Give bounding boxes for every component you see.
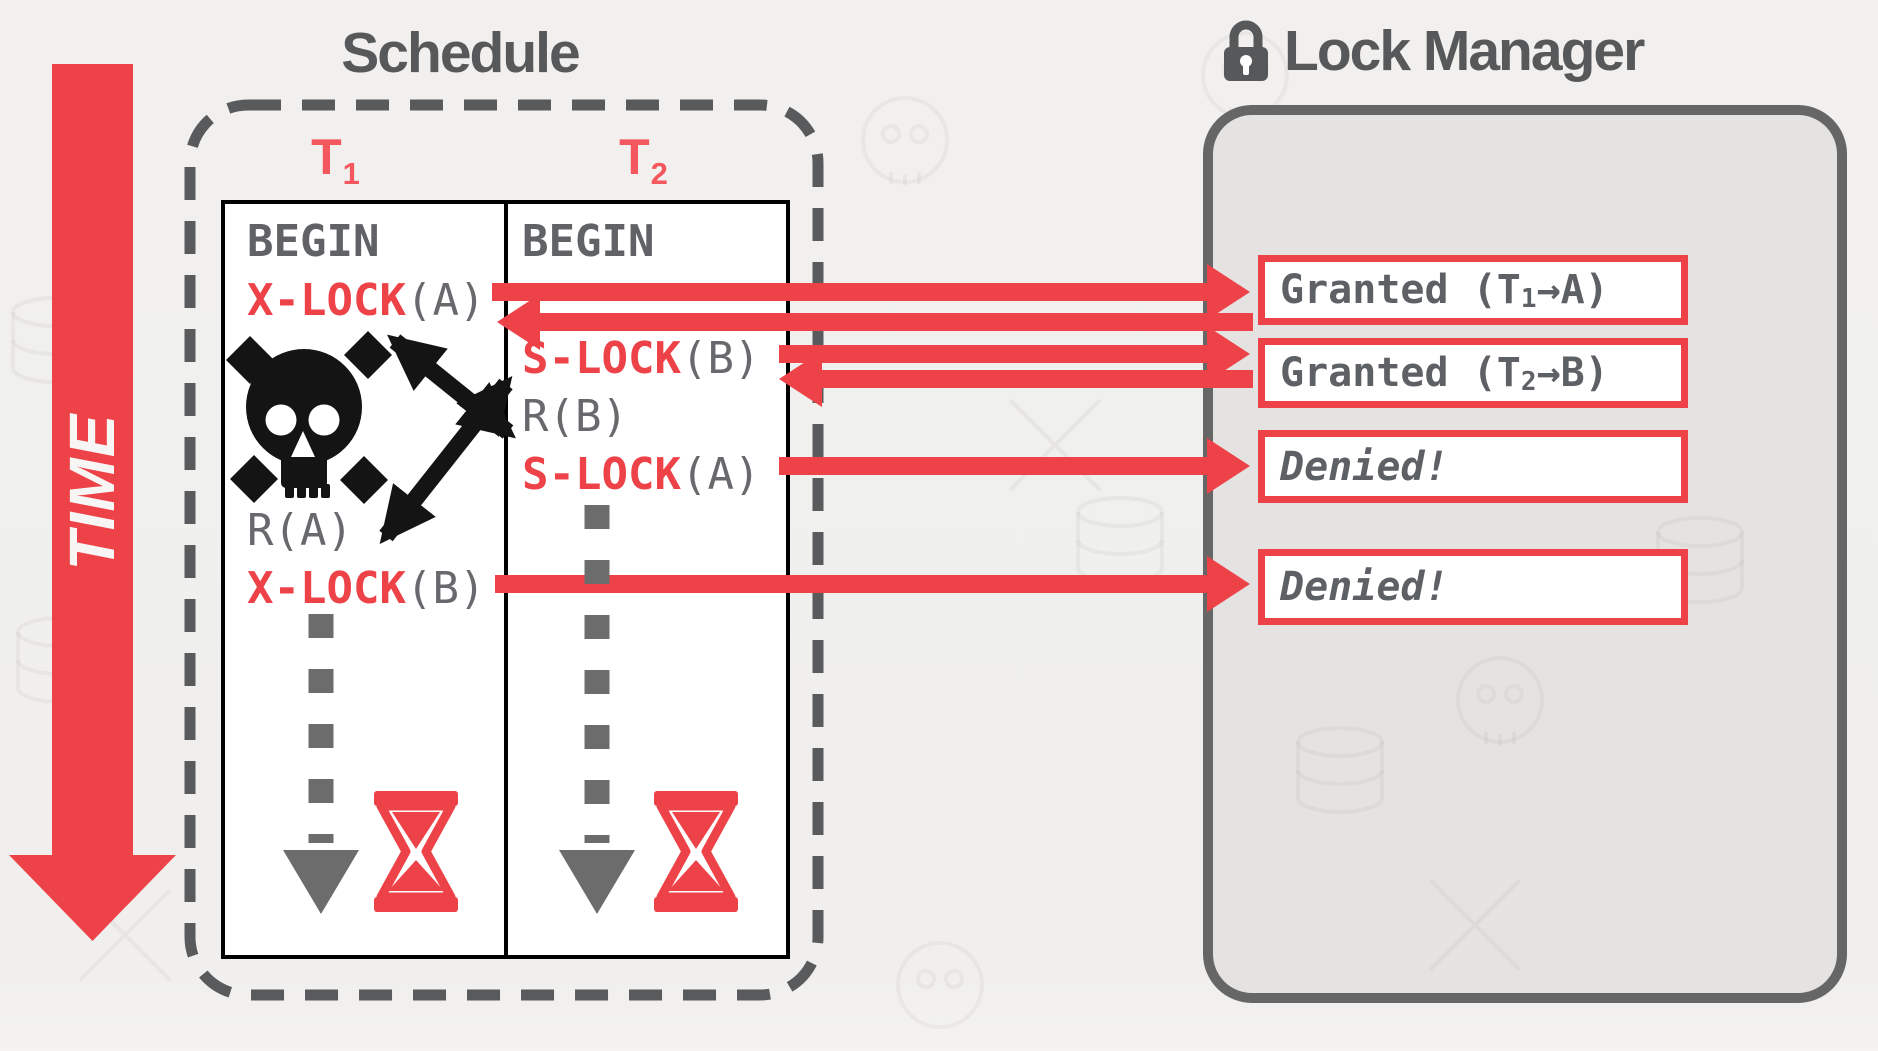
arrow-request-xlock-b (495, 556, 1250, 612)
t1-wait-arrowhead (283, 850, 359, 914)
t1-hourglass-icon (374, 791, 458, 912)
t2-wait-arrowhead (559, 850, 635, 914)
t1-op-xlock-b: X-LOCK(B) (247, 563, 486, 614)
panel-watermark (1296, 516, 1744, 972)
t2-hourglass-icon (654, 791, 738, 912)
time-down-arrow-icon (9, 64, 176, 941)
t2-header: T2 (619, 129, 668, 191)
response-denied-2: Denied! (1258, 549, 1688, 625)
arrow-request-slock-b (779, 326, 1250, 382)
t1-op-read-a: R(A) (247, 505, 353, 556)
lock-request-response-arrows (492, 264, 1253, 612)
arrow-request-slock-a (779, 438, 1250, 494)
padlock-icon (1224, 20, 1268, 81)
arrow-request-xlock-a (492, 264, 1250, 320)
t2-subscript: 2 (650, 156, 668, 191)
t2-op-slock-b: S-LOCK(B) (522, 333, 761, 384)
schedule-title: Schedule (341, 21, 580, 85)
time-axis-label: TIME (56, 413, 128, 571)
t1-subscript: 1 (342, 156, 360, 191)
t1-op-xlock-a: X-LOCK(A) (247, 275, 486, 326)
t2-op-read-b: R(B) (522, 391, 628, 442)
waiting-trails (283, 505, 635, 914)
arrow-response-granted-t2 (779, 351, 1253, 407)
schedule-dashed-border (184, 99, 824, 1001)
arrow-response-granted-t1 (497, 294, 1253, 350)
lock-manager-title: Lock Manager (1222, 18, 1645, 84)
t2-op-begin: BEGIN (522, 216, 655, 267)
response-denied-1: Denied! (1258, 430, 1688, 503)
skull-crossbones-icon (226, 331, 392, 504)
t1-header: T1 (311, 129, 360, 191)
lock-manager-title-text: Lock Manager (1284, 19, 1645, 83)
t2-op-slock-a: S-LOCK(A) (522, 449, 761, 500)
t1-op-begin: BEGIN (247, 216, 380, 267)
deadlock-cycle-arrows (379, 334, 516, 545)
